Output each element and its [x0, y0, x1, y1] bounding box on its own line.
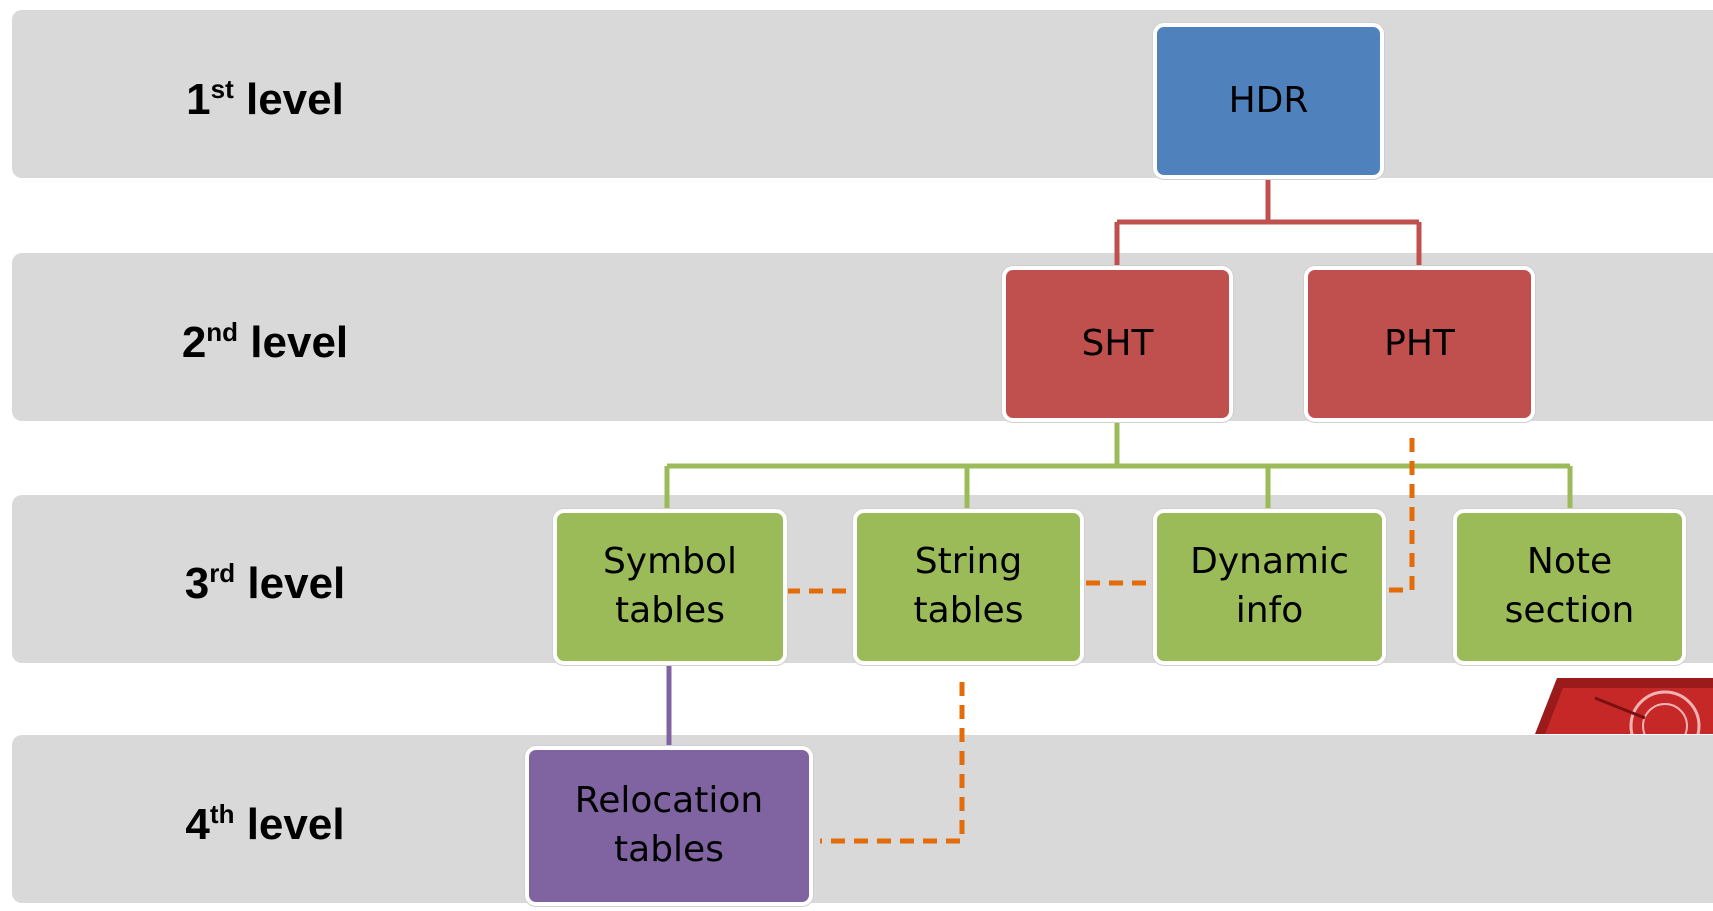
level-word: level — [250, 318, 349, 367]
node-string-tables-text: String tables — [913, 541, 1024, 631]
node-dynamic-info: Dynamic info — [1153, 509, 1386, 665]
node-pht: PHT — [1304, 266, 1535, 422]
node-sht-text: SHT — [1081, 322, 1154, 364]
level-label-4: 4th level — [150, 800, 380, 849]
sht-connectors — [664, 420, 1573, 512]
level-label-2: 2nd level — [150, 318, 380, 367]
hdr-connectors — [1114, 176, 1422, 268]
node-pht-text: PHT — [1384, 322, 1455, 364]
node-dynamic-info-text: Dynamic info — [1190, 541, 1349, 631]
level-word: level — [246, 800, 345, 849]
level-band-4 — [12, 735, 1713, 903]
dashed-relations — [786, 438, 1415, 844]
level-number: 2 — [181, 318, 207, 367]
level-word: level — [247, 559, 346, 608]
level-suffix: st — [210, 74, 234, 104]
level-number: 1 — [186, 75, 211, 124]
level-suffix: nd — [206, 317, 239, 347]
level-number: 4 — [185, 800, 210, 849]
level-label-1: 1st level — [150, 75, 380, 124]
node-note-section-text: Note section — [1504, 541, 1635, 631]
decorative-logo-fragment — [1535, 678, 1713, 734]
node-symbol-tables: Symbol tables — [553, 509, 787, 665]
level-label-3: 3rd level — [150, 559, 380, 608]
level-band-1 — [12, 10, 1713, 178]
level-suffix: rd — [209, 558, 236, 588]
node-hdr: HDR — [1153, 23, 1384, 179]
level-word: level — [245, 75, 344, 124]
level-suffix: th — [209, 799, 235, 829]
node-symbol-tables-text: Symbol tables — [602, 541, 738, 631]
node-relocation-tables: Relocation tables — [525, 746, 813, 906]
node-note-section: Note section — [1453, 509, 1686, 665]
node-hdr-text: HDR — [1228, 79, 1309, 121]
node-relocation-tables-text: Relocation tables — [574, 780, 764, 870]
level-number: 3 — [184, 559, 210, 608]
node-sht: SHT — [1002, 266, 1233, 422]
node-string-tables: String tables — [853, 509, 1084, 665]
